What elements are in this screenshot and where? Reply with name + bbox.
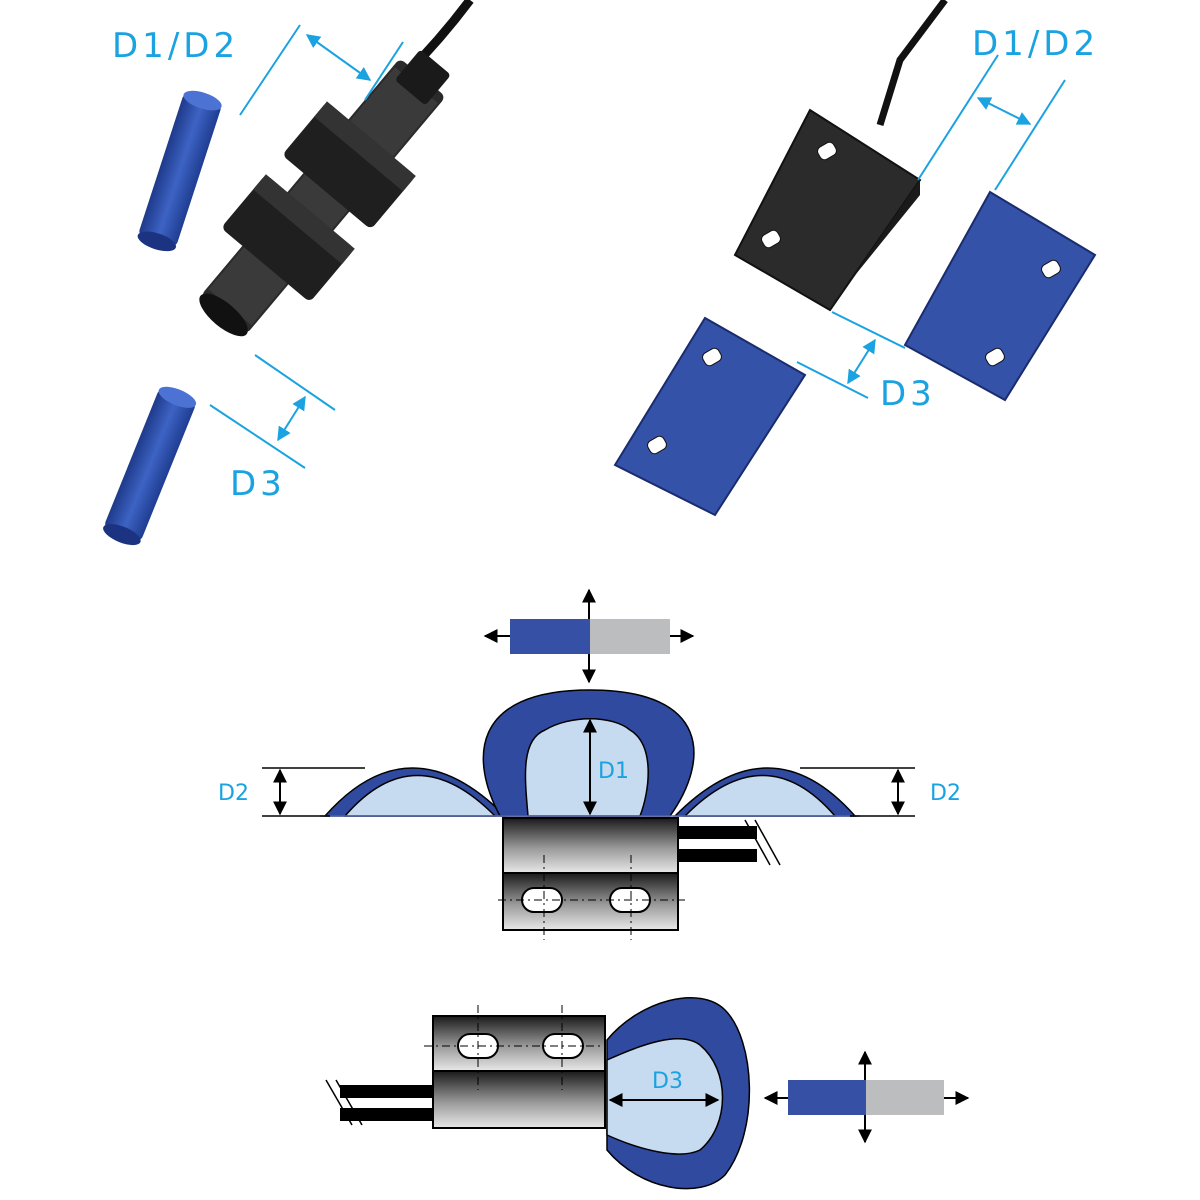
cylindrical-sensor-assembly: D1/D2 D3	[103, 0, 474, 546]
label-d1d2-right: D1/D2	[972, 24, 1099, 64]
sensor-block-bottom	[325, 1005, 606, 1129]
label-d1: D1	[598, 759, 629, 784]
d3-dimension-arrow	[277, 395, 306, 442]
magnet-bar-bottom	[763, 1050, 970, 1144]
d3-extension-upper	[254, 354, 336, 411]
rect-magnet-d1d2	[903, 190, 1097, 402]
rectangular-sensor-assembly: D1/D2 D3	[613, 0, 1099, 517]
sensor-cable-rect	[876, 0, 948, 127]
lobe-d3-inner	[606, 1038, 724, 1155]
d3-extension-lower-rect	[796, 361, 869, 399]
d1d2-extension-left-rect	[917, 54, 999, 181]
cylinder-magnet-upper	[137, 90, 222, 252]
lobe-left-inner	[343, 774, 497, 817]
d3-extension-upper-rect	[831, 311, 906, 349]
magnet-bar-top	[483, 588, 695, 684]
d1d2-extension-left	[239, 24, 301, 116]
label-d3-bottom: D3	[652, 1069, 683, 1094]
d3-dimension-arrow-rect	[847, 338, 876, 385]
label-d2-right: D2	[930, 781, 961, 806]
lobe-right-inner	[683, 774, 837, 817]
d3-field-diagram: D3	[325, 997, 970, 1190]
lobe-center-inner	[524, 718, 649, 817]
label-d3-right: D3	[880, 374, 936, 414]
d3-extension-lower	[209, 404, 306, 469]
d1-d2-field-diagram: D1 D2 D2	[218, 588, 961, 940]
d1d2-dimension-arrow	[305, 34, 372, 81]
d1d2-extension-right-rect	[994, 79, 1066, 191]
cylinder-magnet-lower	[103, 386, 197, 546]
d1d2-dimension-arrow-rect	[976, 97, 1032, 125]
hex-nut-upper	[284, 103, 414, 228]
hex-nut-lower	[223, 176, 353, 300]
rect-magnet-d3	[613, 316, 807, 517]
label-d1d2-left: D1/D2	[112, 26, 239, 66]
rectangular-sensor-body	[733, 108, 922, 312]
d1d2-extension-right	[364, 41, 404, 101]
label-d2-left: D2	[218, 781, 249, 806]
sensor-block-middle	[498, 817, 781, 940]
label-d3-left: D3	[230, 464, 286, 504]
threaded-sensor-body	[199, 50, 450, 337]
